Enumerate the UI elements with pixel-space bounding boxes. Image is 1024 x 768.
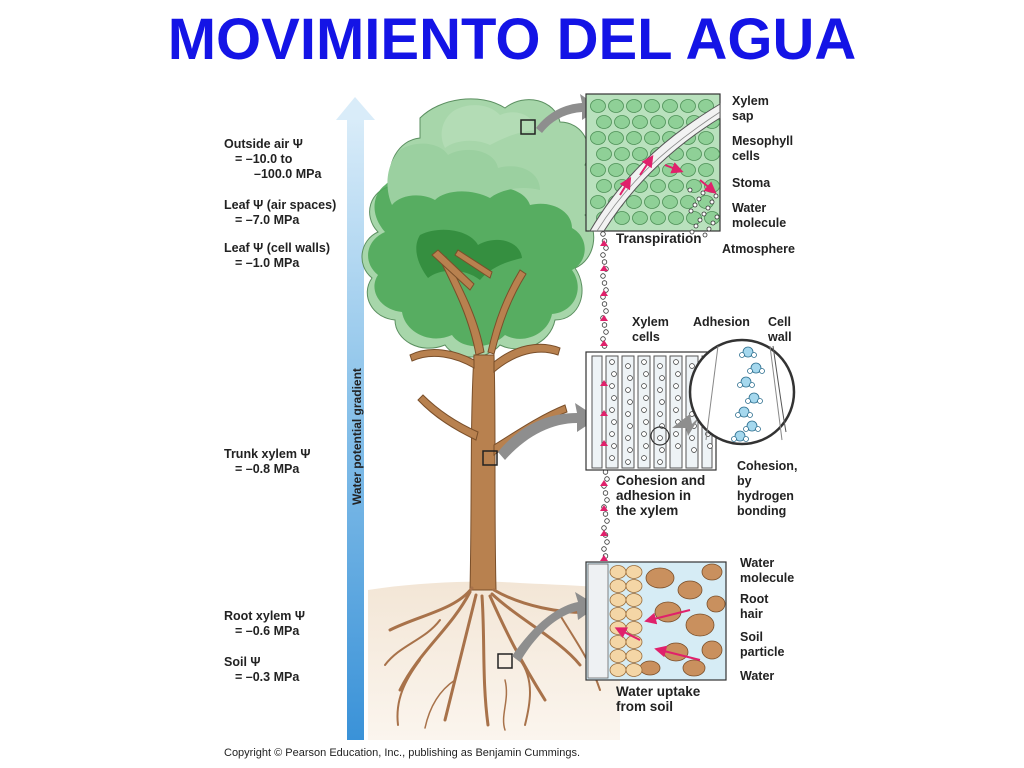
gradient-label: Water potential gradient <box>350 368 364 505</box>
label-adhesion: Adhesion <box>693 315 750 329</box>
gradient-arrow <box>336 97 375 740</box>
soil-potential: Soil Ψ = –0.3 MPa <box>224 655 300 684</box>
outside-air-potential: Outside air Ψ = –10.0 to –100.0 MPa <box>224 137 322 181</box>
hydrogen-bond-magnifier <box>688 338 796 446</box>
label-atmosphere: Atmosphere <box>722 242 795 256</box>
label-cohesion-adhesion-caption: Cohesion and adhesion in the xylem <box>616 473 706 518</box>
label-water: Water <box>740 669 775 683</box>
root-uptake-panel <box>585 561 727 681</box>
root-location-box <box>497 653 513 669</box>
label-stoma: Stoma <box>732 176 771 190</box>
root-potential: Root xylem Ψ = –0.6 MPa <box>224 609 305 638</box>
trunk-location-box <box>482 450 498 466</box>
leaf-cell-potential: Leaf Ψ (cell walls) = –1.0 MPa <box>224 241 330 270</box>
leaf-location-box <box>520 119 536 135</box>
page-title: MOVIMIENTO DEL AGUA <box>167 7 857 72</box>
leaf-cross-section-panel <box>585 93 721 238</box>
label-transpiration: Transpiration <box>616 231 702 246</box>
water-column <box>600 231 610 559</box>
label-cohesion-hydrogen: Cohesion, by hydrogen bonding <box>737 459 798 518</box>
soil <box>368 581 620 740</box>
trunk-potential: Trunk xylem Ψ = –0.8 MPa <box>224 447 311 476</box>
pointer-arrows <box>498 94 600 662</box>
transport-arrows <box>600 240 608 561</box>
tree-foliage <box>361 98 599 358</box>
tree-trunk <box>409 249 568 591</box>
xylem-panel <box>585 351 717 471</box>
copyright-notice: Copyright © Pearson Education, Inc., pub… <box>224 747 581 759</box>
leaf-air-potential: Leaf Ψ (air spaces) = –7.0 MPa <box>224 198 337 227</box>
label-water-uptake-caption: Water uptake from soil <box>616 684 701 714</box>
